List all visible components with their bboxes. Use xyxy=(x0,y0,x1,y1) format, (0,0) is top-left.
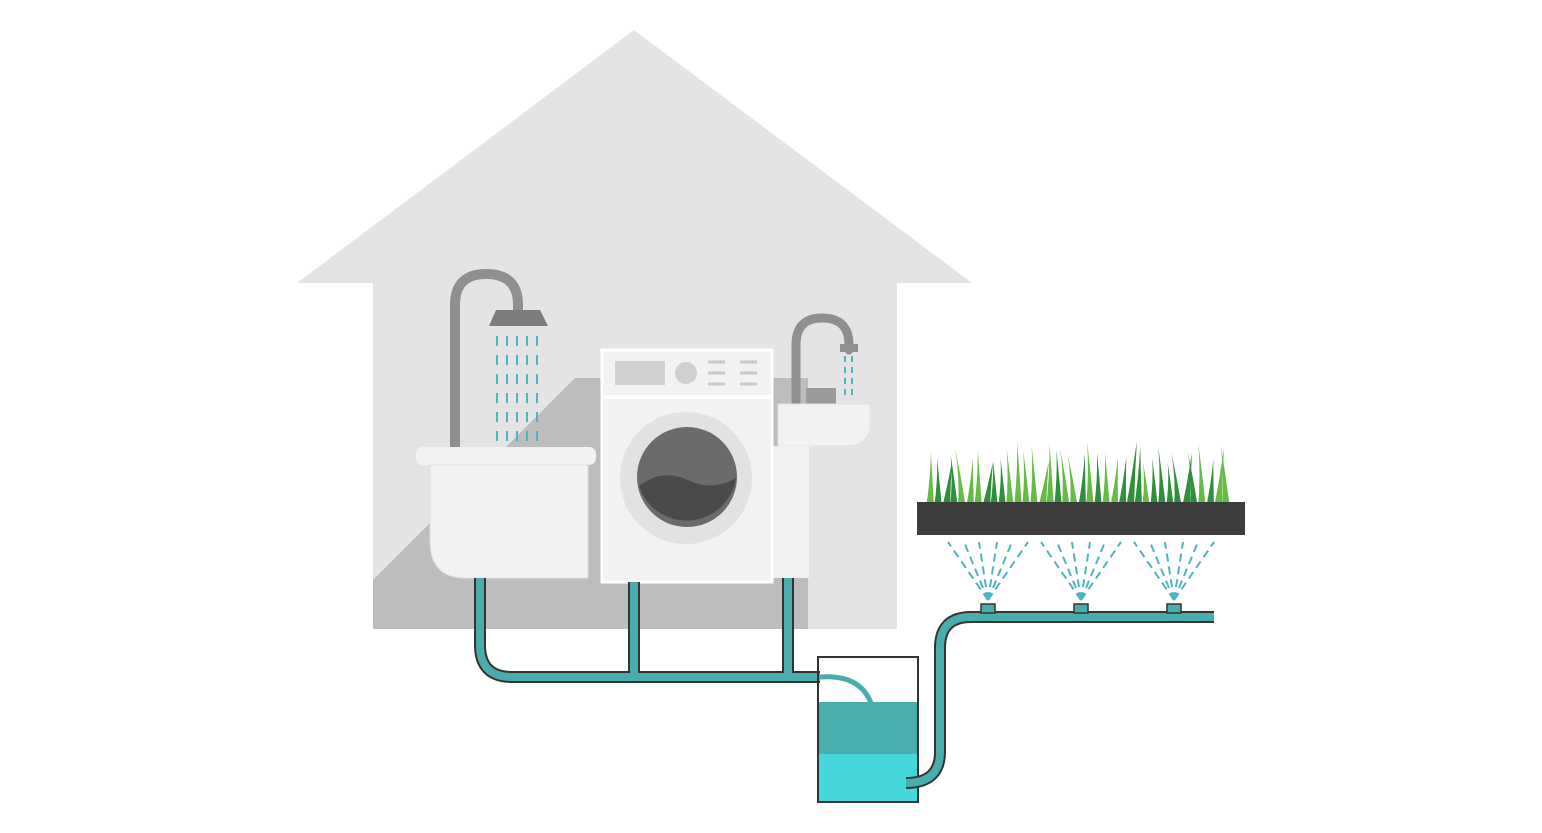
spray-jet xyxy=(947,541,989,601)
bathtub-icon xyxy=(416,447,596,579)
grass-blade xyxy=(1142,462,1150,508)
washer-display xyxy=(615,361,665,385)
spray-jet xyxy=(1173,541,1199,601)
washer-buttons xyxy=(708,360,757,386)
grass-blade xyxy=(1188,452,1198,508)
grass-blade xyxy=(1206,459,1214,508)
sprinkler-head xyxy=(980,603,996,614)
grass-blade xyxy=(1006,448,1014,508)
grass-blade xyxy=(1214,448,1224,508)
grass-blade xyxy=(1158,446,1166,508)
shower-icon xyxy=(450,268,548,455)
grass-blade xyxy=(1150,458,1158,508)
grass-blade xyxy=(1126,441,1137,508)
grass-blade xyxy=(934,457,942,508)
spray-jet xyxy=(1164,541,1175,601)
spray-jet xyxy=(1080,541,1122,601)
storage-tank-icon xyxy=(817,656,919,803)
grass xyxy=(926,441,1230,508)
spray-jet xyxy=(987,541,1029,601)
washer-drum-water xyxy=(639,475,736,521)
grass-blade xyxy=(950,453,958,508)
spray-jet xyxy=(987,541,1013,601)
grass-blade xyxy=(1078,453,1086,508)
grass-blade xyxy=(1171,453,1182,508)
spray-jet xyxy=(1071,541,1082,601)
grass-blade xyxy=(1198,443,1206,508)
grass-blade xyxy=(966,457,974,508)
grass-blade xyxy=(1030,445,1038,508)
grass-blade xyxy=(1086,441,1094,508)
sprinkler-head xyxy=(1073,603,1089,614)
grass-blade xyxy=(1166,462,1174,508)
grass-blade xyxy=(1220,444,1230,508)
faucet-valve xyxy=(806,388,836,404)
spray-jet xyxy=(1149,541,1175,601)
shower-water xyxy=(496,336,538,441)
sink-icon xyxy=(771,313,871,578)
tank-water-bottom xyxy=(818,754,918,802)
bathtub-rim xyxy=(416,447,596,465)
faucet-pipe xyxy=(791,313,854,409)
grass-blade xyxy=(1060,448,1070,508)
grass-blade xyxy=(1022,450,1030,508)
grass-blade xyxy=(1182,452,1192,508)
grass-blade xyxy=(942,461,953,508)
washing-machine-icon xyxy=(600,348,774,584)
sprinkler-head xyxy=(1166,603,1182,614)
faucet-head xyxy=(840,344,858,352)
sprinkler-icon xyxy=(947,541,1029,614)
grass-blade xyxy=(1118,457,1127,508)
grass-blade xyxy=(998,458,1006,508)
soil-bed xyxy=(917,502,1245,535)
grass-blade xyxy=(1046,443,1054,508)
sprinkler-group xyxy=(947,541,1215,614)
sink-water xyxy=(844,356,853,395)
spray-jet xyxy=(1040,541,1082,601)
sprinkler-icon xyxy=(1133,541,1215,614)
grass-blade xyxy=(1094,452,1102,508)
sink-cabinet xyxy=(771,446,809,578)
shower-head xyxy=(489,310,548,326)
shower-pipe xyxy=(450,268,523,455)
inflow-spout xyxy=(819,674,875,707)
lawn-icon xyxy=(917,441,1245,535)
spray-jet xyxy=(1173,541,1215,601)
grass-blade xyxy=(926,452,934,508)
washer-dial xyxy=(675,362,697,384)
drain-pipes xyxy=(474,578,875,707)
spray-jet xyxy=(1080,541,1106,601)
spray-jet xyxy=(1080,541,1091,601)
tank-outline xyxy=(817,656,919,803)
spray-jet xyxy=(978,541,989,601)
grass-blade xyxy=(1038,461,1049,508)
spray-jet xyxy=(987,541,998,601)
spray-jet xyxy=(963,541,989,601)
sprinkler-icon xyxy=(1040,541,1122,614)
spray-jet xyxy=(1056,541,1082,601)
grass-blade xyxy=(974,450,982,508)
grass-blade xyxy=(1014,441,1022,508)
grass-blade xyxy=(1102,453,1110,508)
grass-blade xyxy=(990,460,998,508)
sink-basin xyxy=(777,403,871,447)
spray-jet xyxy=(1173,541,1184,601)
grass-blade xyxy=(1054,449,1062,508)
irrigation-pipe xyxy=(905,611,1214,789)
spray-jet xyxy=(1133,541,1175,601)
grass-blade xyxy=(955,448,966,508)
grass-blade xyxy=(982,461,994,508)
grass-blade xyxy=(1134,446,1142,508)
grass-blade xyxy=(1110,457,1118,508)
grass-blade xyxy=(1067,453,1078,508)
bathtub-body xyxy=(429,464,589,579)
tank-water-top xyxy=(818,702,918,754)
